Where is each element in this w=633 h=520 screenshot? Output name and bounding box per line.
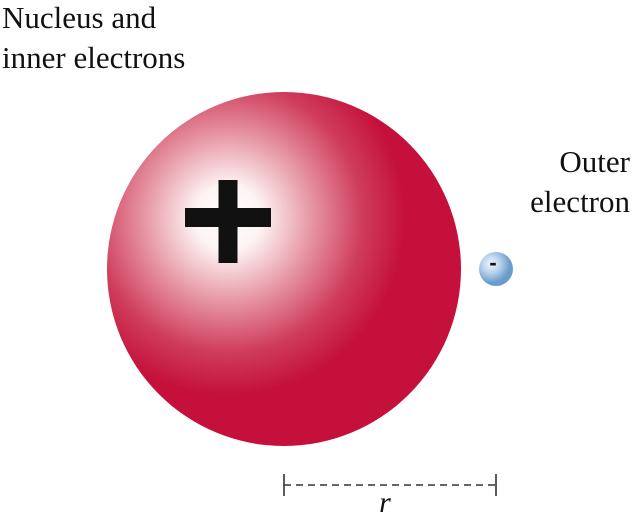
distance-r-label: r	[379, 486, 391, 519]
atom-sphere	[107, 92, 461, 446]
nucleus-label-line1: Nucleus and	[2, 0, 157, 35]
outer-electron-label: Outer electron	[530, 142, 630, 222]
distance-indicator	[283, 474, 497, 496]
negative-charge-icon: -	[489, 250, 496, 275]
outer-electron-label-line1: Outer	[559, 144, 630, 179]
outer-electron	[479, 252, 513, 286]
positive-charge-icon	[185, 180, 271, 263]
nucleus-label-line2: inner electrons	[2, 40, 186, 75]
nucleus-label: Nucleus and inner electrons	[2, 0, 185, 78]
outer-electron-label-line2: electron	[530, 184, 630, 219]
